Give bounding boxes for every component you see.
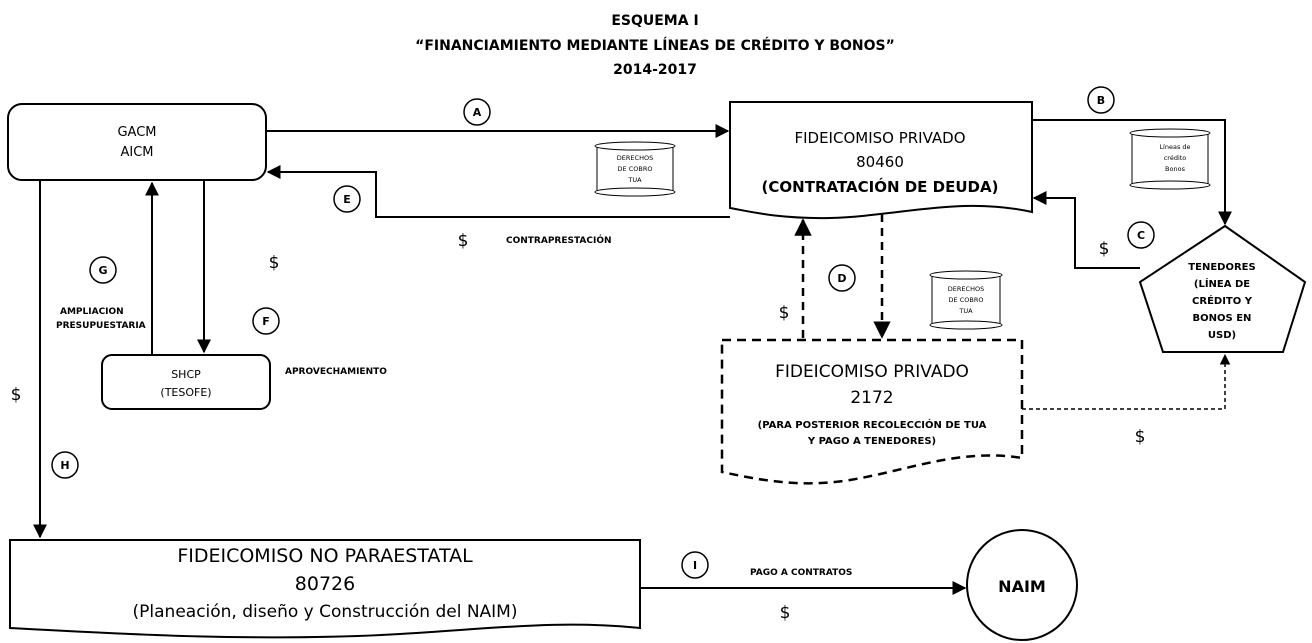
step-f-marker: F: [252, 307, 280, 335]
step-g-marker: G: [89, 256, 117, 284]
naim-label: NAIM: [998, 577, 1046, 596]
step-d-marker: D: [828, 264, 856, 292]
tenedores-pentagon: [1138, 224, 1307, 353]
ampliacion-label-1: AMPLIACION: [60, 307, 124, 317]
dollar-2172-tenedores: $: [1135, 427, 1146, 447]
tenedores-line1: TENEDORES: [1188, 262, 1255, 273]
fid80726-number: 80726: [295, 573, 355, 595]
ampliacion-label-2: PRESUPUESTARIA: [56, 321, 146, 331]
dollar-contraprestacion: $: [458, 231, 469, 251]
lineas-credito-scroll: Líneas de crédito Bonos: [1129, 128, 1211, 190]
dollar-fid2172: $: [779, 303, 790, 323]
fid80726-subtitle: (Planeación, diseño y Construcción del N…: [133, 602, 518, 622]
svg-text:I: I: [693, 559, 697, 572]
fideicomiso-80726-box: [9, 539, 641, 639]
pago-contratos-label: PAGO A CONTRATOS: [750, 568, 852, 578]
gacm-label: GACM: [117, 125, 156, 140]
dollar-tenedores: $: [1099, 239, 1110, 259]
svg-text:G: G: [98, 264, 107, 277]
tenedores-line2: (LÍNEA DE: [1194, 277, 1250, 290]
diagram-title-3: 2014-2017: [613, 62, 697, 78]
tenedores-line5: USD): [1208, 330, 1236, 341]
contraprestacion-label: CONTRAPRESTACIÓN: [506, 234, 612, 246]
svg-text:TUA: TUA: [958, 307, 973, 315]
svg-text:DERECHOS: DERECHOS: [617, 154, 653, 162]
dollar-fid80726: $: [11, 385, 22, 405]
fid80460-title: FIDEICOMISO PRIVADO: [794, 129, 965, 147]
dollar-aprovechamiento: $: [269, 253, 280, 273]
fideicomiso-80460-box: [729, 101, 1033, 220]
svg-text:H: H: [60, 459, 69, 472]
svg-text:F: F: [262, 315, 270, 328]
fideicomiso-2172-box: [720, 338, 1024, 485]
svg-text:Bonos: Bonos: [1165, 165, 1186, 173]
aprovechamiento-label: APROVECHAMIENTO: [285, 367, 387, 377]
step-h-marker: H: [51, 451, 79, 479]
svg-text:E: E: [343, 193, 351, 206]
fid2172-number: 2172: [850, 388, 893, 408]
fid2172-title: FIDEICOMISO PRIVADO: [775, 362, 969, 382]
derechos-cobro-scroll-2: DERECHOS DE COBRO TUA: [929, 270, 1003, 330]
fid80726-title: FIDEICOMISO NO PARAESTATAL: [177, 545, 473, 567]
derechos-cobro-scroll-1: DERECHOS DE COBRO TUA: [594, 141, 676, 197]
step-c-marker: C: [1127, 221, 1155, 249]
arrow-b: [1032, 119, 1232, 226]
arrow-2172-tenedores: [1022, 353, 1231, 410]
svg-text:C: C: [1137, 229, 1145, 242]
svg-text:Líneas de: Líneas de: [1159, 143, 1190, 151]
tenedores-line4: BONOS EN: [1193, 313, 1252, 324]
arrow-e: [266, 165, 730, 218]
arrow-c: [1032, 191, 1140, 269]
tenedores-line3: CRÉDITO Y: [1192, 294, 1253, 307]
tesofe-label: (TESOFE): [160, 386, 211, 399]
svg-text:D: D: [837, 272, 846, 285]
fid2172-subtitle-2: Y PAGO A TENEDORES): [807, 436, 936, 447]
step-i-marker: I: [681, 551, 709, 579]
diagram-title-1: ESQUEMA I: [611, 13, 698, 29]
diagram-title-2: “FINANCIAMIENTO MEDIANTE LÍNEAS DE CRÉDI…: [415, 37, 895, 54]
svg-text:TUA: TUA: [627, 176, 642, 184]
step-b-marker: B: [1087, 86, 1115, 114]
step-e-marker: E: [333, 185, 361, 213]
svg-text:B: B: [1097, 94, 1105, 107]
svg-text:DERECHOS: DERECHOS: [948, 285, 984, 293]
gacm-aicm-box: [7, 103, 267, 181]
step-a-marker: A: [463, 98, 491, 126]
naim-circle: [966, 529, 1078, 641]
svg-text:DE COBRO: DE COBRO: [618, 165, 653, 173]
fid80460-subtitle: (CONTRATACIÓN DE DEUDA): [762, 177, 999, 196]
svg-text:DE COBRO: DE COBRO: [949, 296, 984, 304]
shcp-label: SHCP: [171, 368, 201, 381]
shcp-box: [101, 354, 271, 410]
svg-text:A: A: [473, 106, 482, 119]
fid2172-subtitle-1: (PARA POSTERIOR RECOLECCIÓN DE TUA: [758, 418, 987, 431]
dollar-pago-contratos: $: [780, 603, 791, 623]
aicm-label: AICM: [120, 145, 153, 160]
svg-text:crédito: crédito: [1164, 154, 1187, 162]
fid80460-number: 80460: [856, 153, 904, 171]
